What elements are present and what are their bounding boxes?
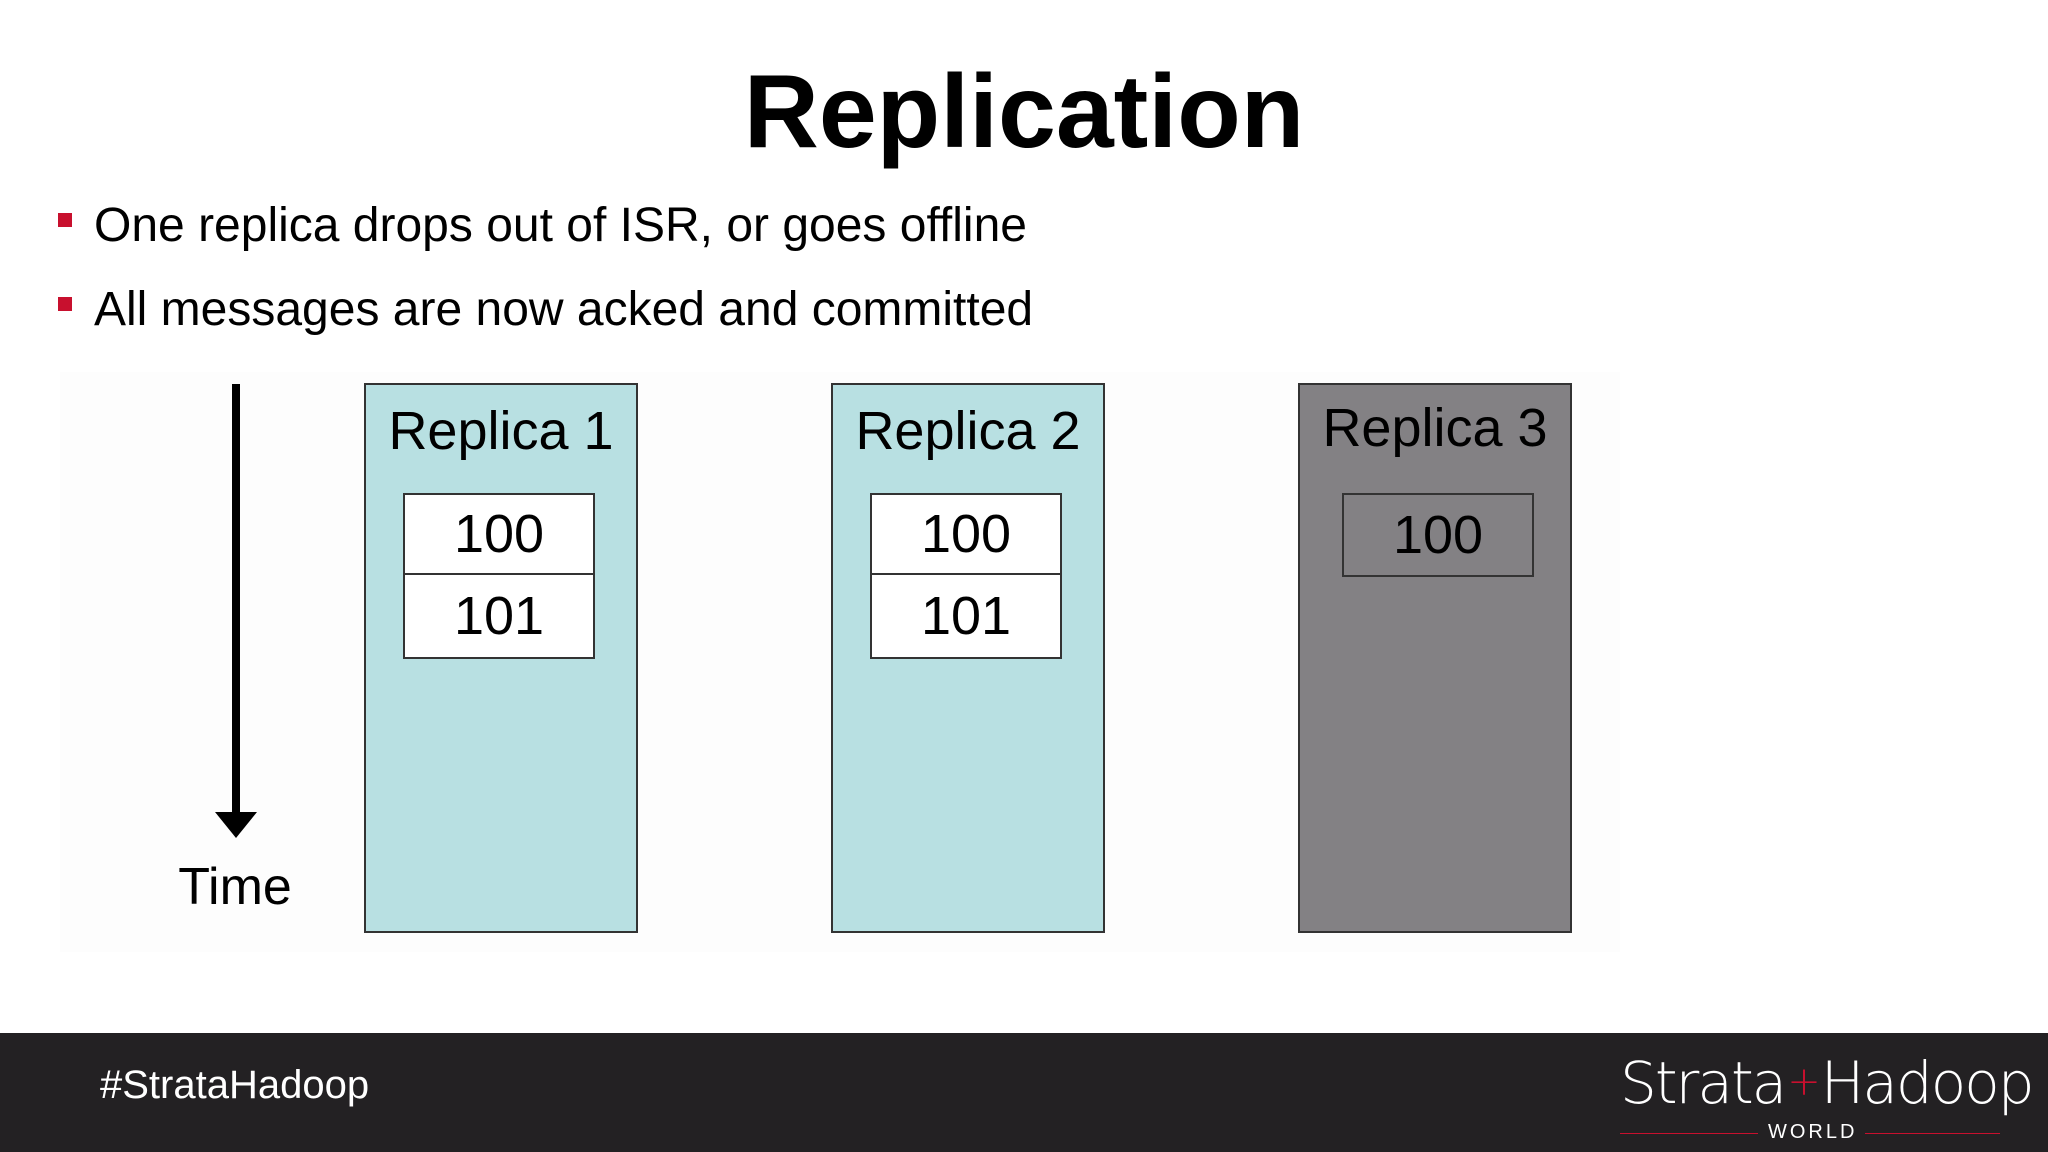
message-log: 100 101 [870,493,1062,659]
message-offset: 100 [403,493,595,575]
logo-divider [1620,1133,1758,1134]
replica-label: Replica 3 [1322,398,1548,458]
message-offset: 101 [870,575,1062,659]
message-offset: 101 [403,575,595,659]
time-label: Time [178,858,292,916]
slide-title: Replication [743,54,1305,170]
bullet-text: One replica drops out of ISR, or goes of… [94,199,1027,252]
time-arrow-down-icon [215,812,257,838]
replica-label: Replica 2 [855,401,1081,461]
message-offset: 100 [1342,493,1534,577]
bullet-square-icon [58,212,72,227]
logo-right: Hadoop [1820,1049,2035,1117]
replica-3-box: Replica 3 100 [1298,383,1572,933]
logo-divider [1865,1133,2000,1134]
logo-wordmark: Strata+Hadoop [1620,1049,2035,1117]
replica-1-box: Replica 1 100 101 [364,383,638,933]
replica-2-box: Replica 2 100 101 [831,383,1105,933]
message-offset: 100 [870,493,1062,575]
bullet-text: All messages are now acked and committed [94,283,1034,336]
bullet-square-icon [58,296,72,311]
time-arrow-shaft [232,384,240,814]
bullet-item: One replica drops out of ISR, or goes of… [58,198,1027,253]
logo-left: Strata [1620,1049,1787,1117]
message-log: 100 [1342,493,1534,577]
footer-bar: #StrataHadoop Strata+Hadoop WORLD [0,1033,2048,1152]
strata-hadoop-logo: Strata+Hadoop WORLD [1620,1049,2035,1143]
logo-sub: WORLD [1768,1121,1858,1143]
hashtag-text: #StrataHadoop [100,1063,370,1107]
logo-plus-icon: + [1787,1059,1820,1105]
message-log: 100 101 [403,493,595,659]
bullet-item: All messages are now acked and committed [58,282,1033,337]
replica-label: Replica 1 [388,401,614,461]
